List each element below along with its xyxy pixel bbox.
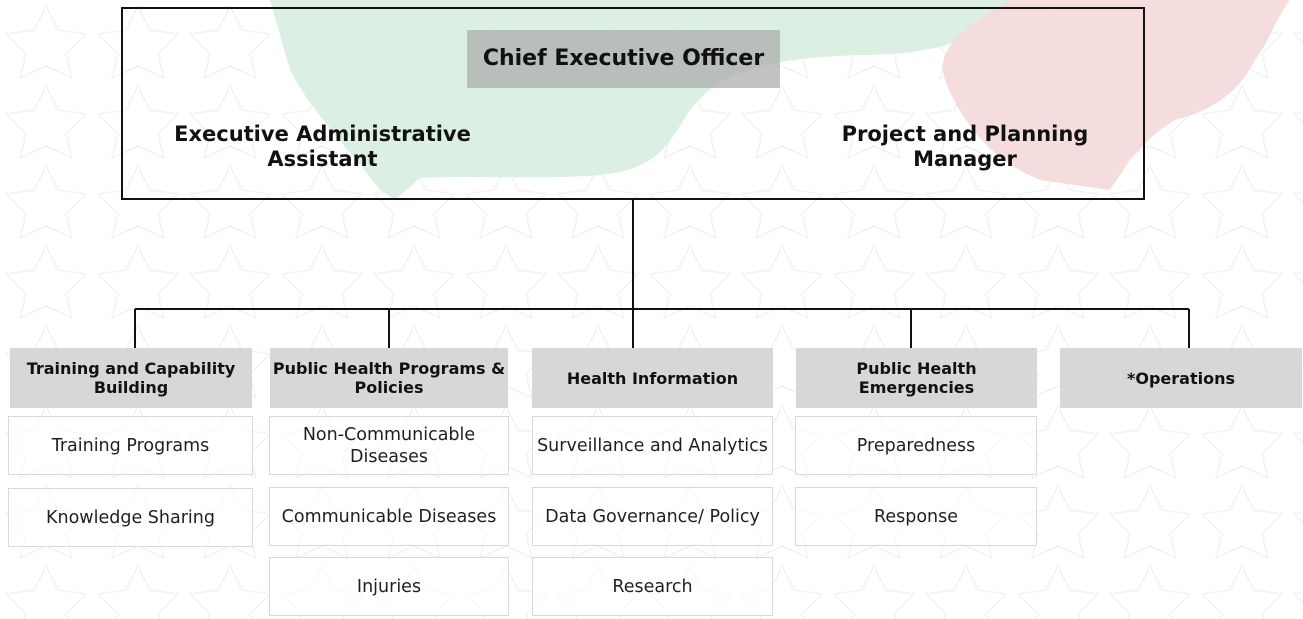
project-planning-manager-title: Project and Planning Manager <box>841 122 1089 171</box>
dept-title: Public Health Programs & Policies <box>272 359 506 397</box>
unit-label: Communicable Diseases <box>281 506 497 527</box>
unit-label: Knowledge Sharing <box>46 507 215 528</box>
unit-research: Research <box>532 557 773 616</box>
dept-title: Training and Capability Building <box>26 359 236 397</box>
unit-label: Training Programs <box>51 435 210 456</box>
dept-title: Health Information <box>566 368 739 388</box>
dept-header-public-health-programs: Public Health Programs & Policies <box>270 348 508 408</box>
unit-label: Injuries <box>356 576 422 597</box>
dept-header-training: Training and Capability Building <box>10 348 252 408</box>
map-shape-red <box>942 0 1290 190</box>
map-shape-green <box>270 0 1010 200</box>
unit-label: Data Governance/ Policy <box>545 506 760 527</box>
unit-label: Research <box>612 576 693 597</box>
unit-label: Non-Communicable Diseases <box>302 424 476 467</box>
unit-label: Response <box>873 506 959 527</box>
dept-header-public-health-emergencies: Public Health Emergencies <box>796 348 1037 408</box>
ceo-box: Chief Executive Officer <box>467 30 780 88</box>
unit-knowledge-sharing: Knowledge Sharing <box>8 488 253 547</box>
unit-injuries: Injuries <box>269 557 509 616</box>
executive-assistant-title: Executive Administrative Assistant <box>174 122 471 171</box>
ceo-title: Chief Executive Officer <box>482 46 765 71</box>
dept-header-health-information: Health Information <box>532 348 773 408</box>
dept-title: *Operations <box>1127 368 1235 388</box>
unit-preparedness: Preparedness <box>795 416 1037 475</box>
dept-title: Public Health Emergencies <box>856 359 977 397</box>
unit-communicable-diseases: Communicable Diseases <box>269 487 509 546</box>
unit-label: Preparedness <box>856 435 976 456</box>
executive-office-box <box>121 7 1145 200</box>
unit-response: Response <box>795 487 1037 546</box>
dept-header-operations: *Operations <box>1060 348 1302 408</box>
unit-training-programs: Training Programs <box>8 416 253 475</box>
unit-data-governance: Data Governance/ Policy <box>532 487 773 546</box>
unit-non-communicable-diseases: Non-Communicable Diseases <box>269 416 509 475</box>
unit-label: Surveillance and Analytics <box>537 435 768 456</box>
unit-surveillance-analytics: Surveillance and Analytics <box>532 416 773 475</box>
